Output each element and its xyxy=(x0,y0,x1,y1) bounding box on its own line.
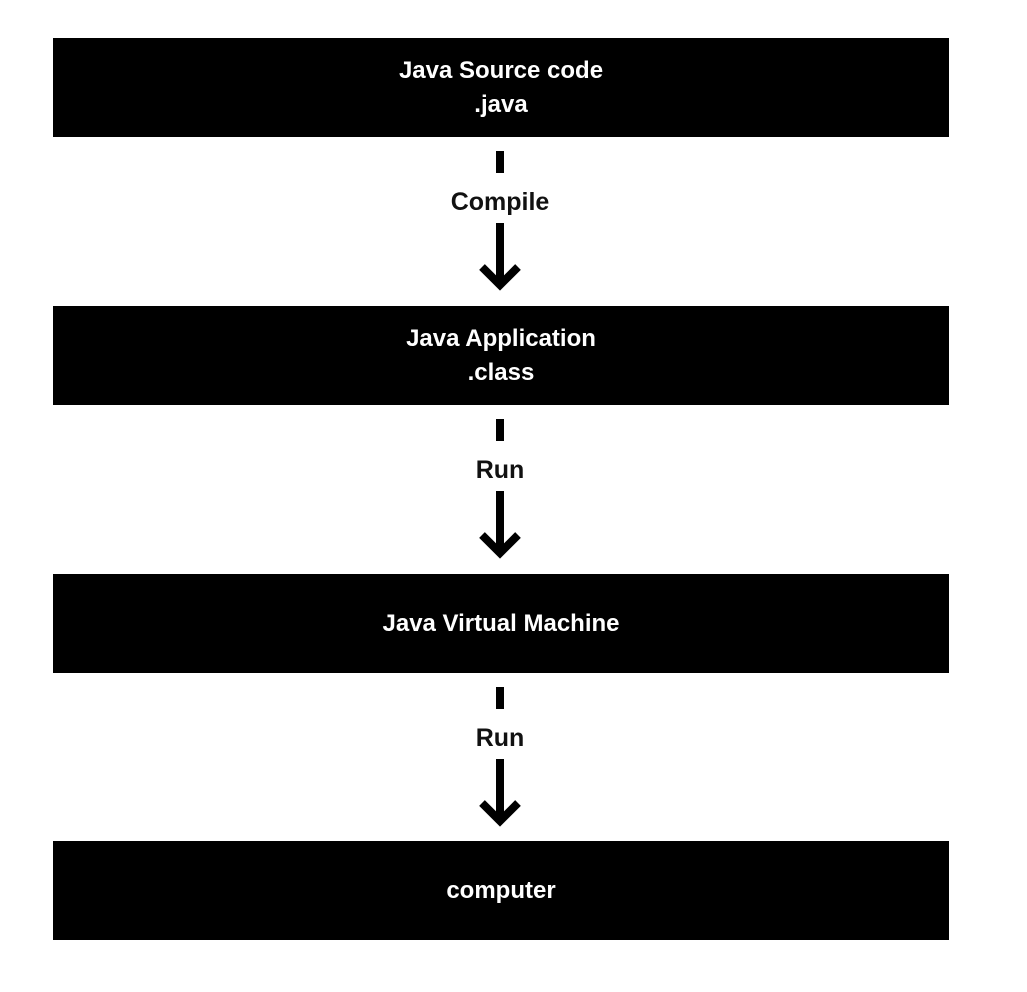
down-arrow-icon xyxy=(479,491,521,559)
node-java-source-code: Java Source code .java xyxy=(53,38,949,137)
node-subtitle: .java xyxy=(474,90,528,118)
edge-compile: Compile xyxy=(440,137,560,306)
node-title: computer xyxy=(446,876,556,904)
edge-label: Run xyxy=(475,456,525,484)
edge-label: Compile xyxy=(450,188,550,216)
edge-run-jvm: Run xyxy=(440,405,560,574)
node-title: Java Virtual Machine xyxy=(382,609,620,637)
node-title: Java Source code xyxy=(398,56,604,84)
edge-dash xyxy=(496,687,504,709)
node-subtitle: .class xyxy=(467,358,535,386)
node-title: Java Application xyxy=(406,324,596,352)
edge-run-computer: Run xyxy=(440,673,560,841)
node-computer: computer xyxy=(53,841,949,940)
down-arrow-icon xyxy=(479,759,521,827)
node-java-application: Java Application .class xyxy=(53,306,949,405)
edge-dash xyxy=(496,151,504,173)
edge-label: Run xyxy=(475,724,525,752)
node-java-virtual-machine: Java Virtual Machine xyxy=(53,574,949,673)
down-arrow-icon xyxy=(479,223,521,291)
edge-dash xyxy=(496,419,504,441)
